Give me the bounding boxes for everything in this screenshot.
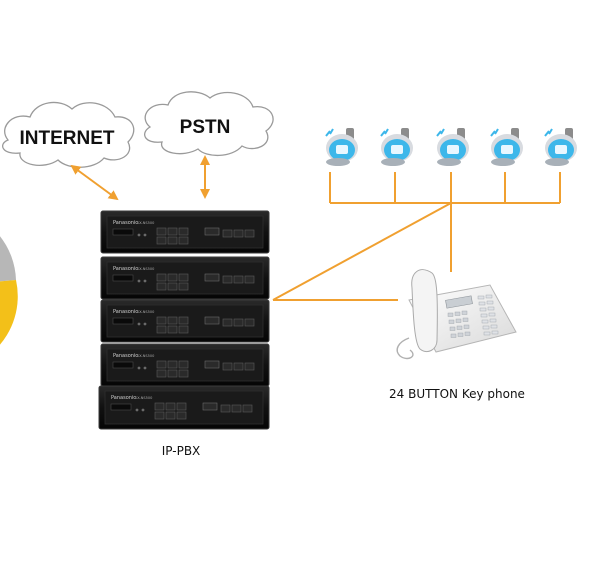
cordless-handset-icon — [490, 128, 523, 166]
cordless-handset-icon — [325, 128, 358, 166]
ip-pbx-stack: Panasonic KX-NS500 Panasonic KX-NS500 — [98, 210, 270, 430]
pbx-unit: Panasonic KX-NS500 — [100, 210, 270, 254]
unit-brand-text: Panasonic — [113, 309, 138, 315]
pbx-unit: Panasonic KX-NS500 — [98, 385, 270, 430]
internet-cloud: INTERNET — [2, 101, 135, 168]
pie-chart-fragment — [0, 236, 18, 345]
unit-brand-text: Panasonic — [113, 266, 138, 272]
phone-programmable-buttons — [477, 294, 499, 336]
unit-brand-text: Panasonic — [113, 353, 138, 359]
pbx-to-handsets-line — [272, 202, 452, 301]
key-phone-device — [396, 269, 517, 360]
handset-cord — [396, 337, 414, 360]
cordless-handset-icon — [544, 128, 577, 166]
pstn-label: PSTN — [180, 117, 231, 138]
unit-model-text: KX-NS500 — [137, 221, 154, 225]
cordless-handset-icon — [380, 128, 413, 166]
cordless-handsets — [325, 128, 577, 166]
pbx-unit: Panasonic KX-NS500 — [100, 343, 270, 387]
connector-lines — [272, 172, 561, 301]
unit-model-text: KX-NS500 — [137, 267, 154, 271]
unit-model-text: KX-NS500 — [137, 354, 154, 358]
pbx-unit: Panasonic KX-NS500 — [100, 256, 270, 300]
pie-gray-slice — [0, 236, 16, 282]
cordless-handset-icon — [436, 128, 469, 166]
phone-display — [445, 295, 473, 309]
unit-brand-text: Panasonic — [111, 395, 136, 401]
internet-label: INTERNET — [20, 128, 115, 149]
internet-pbx-arrow — [70, 164, 119, 201]
phone-handset — [411, 269, 438, 353]
key-phone-label: 24 BUTTON Key phone — [389, 387, 525, 401]
pbx-label: IP-PBX — [162, 444, 201, 458]
unit-brand-text: Panasonic — [113, 220, 138, 226]
pstn-cloud: PSTN — [144, 91, 274, 157]
unit-model-text: KX-NS500 — [135, 396, 152, 400]
unit-model-text: KX-NS500 — [137, 310, 154, 314]
pbx-unit: Panasonic KX-NS500 — [100, 299, 270, 343]
pie-yellow-slice — [0, 280, 18, 345]
phone-keypad — [447, 310, 471, 338]
